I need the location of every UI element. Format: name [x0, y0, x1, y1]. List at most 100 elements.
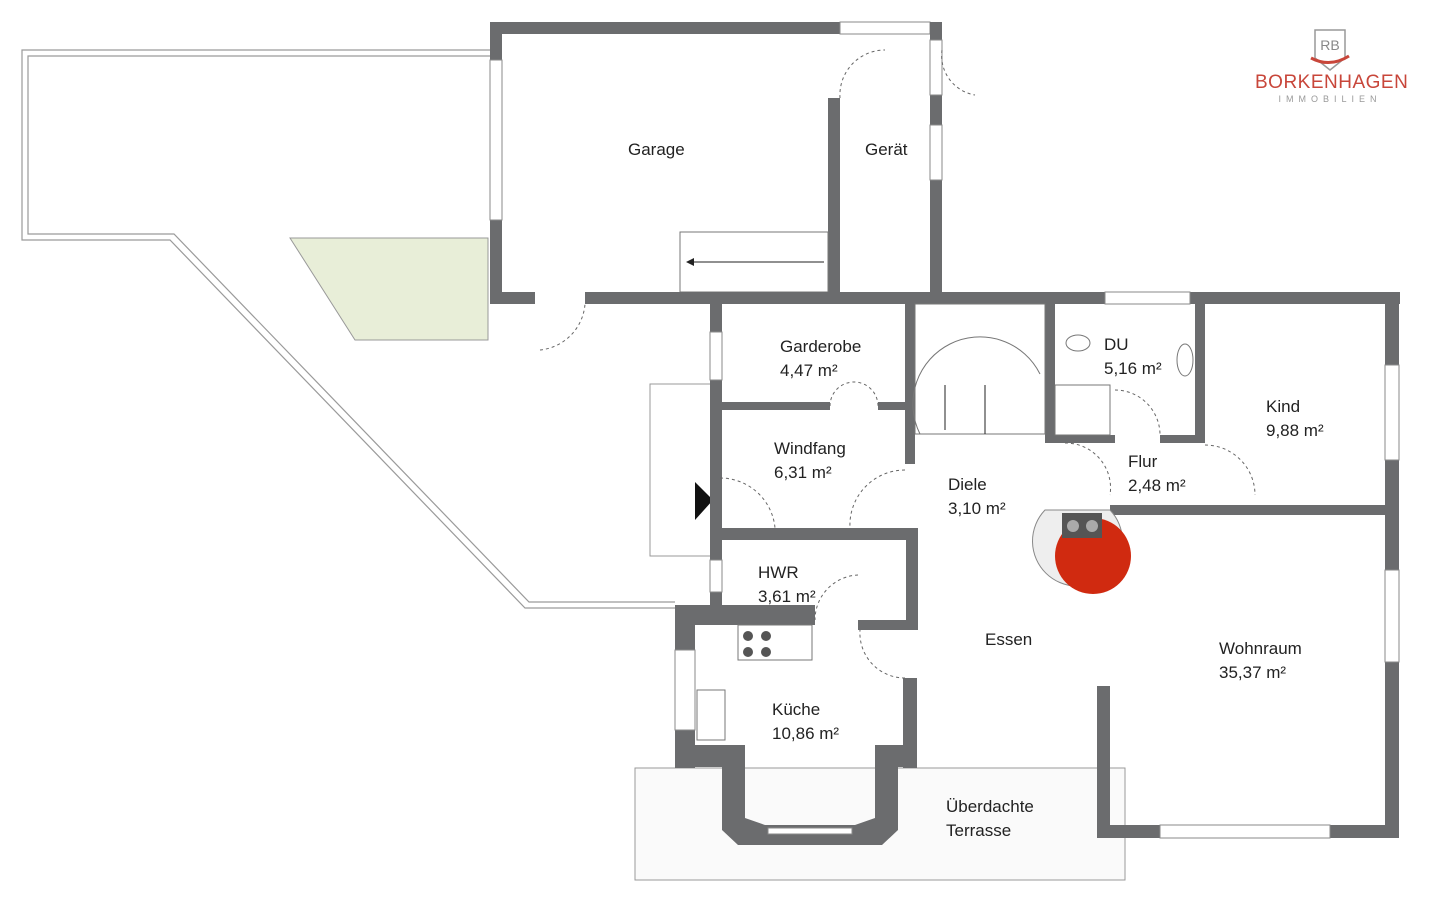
window [709, 559, 723, 593]
wall [905, 304, 915, 464]
room-essen: Essen [985, 628, 1032, 652]
room-name: Windfang [774, 439, 846, 458]
window [489, 59, 503, 221]
door-opening [839, 21, 931, 35]
wall [710, 304, 722, 624]
room-name: Küche [772, 700, 821, 719]
room-hwr: HWR 3,61 m² [758, 561, 816, 609]
door-swing [941, 49, 976, 96]
room-area: 10,86 m² [772, 724, 840, 743]
room-area: 2,48 m² [1128, 476, 1186, 495]
wall [878, 402, 910, 410]
door-swing [859, 629, 906, 679]
room-name: Gerät [865, 140, 908, 159]
kitchen-cooktop [737, 624, 813, 661]
wall [1160, 435, 1205, 443]
window [1384, 364, 1400, 461]
room-garderobe: Garderobe 4,47 m² [780, 335, 861, 383]
entrance-arrow-icon [695, 482, 713, 520]
window [1159, 824, 1331, 839]
bay-wall [722, 767, 765, 845]
room-flur: Flur 2,48 m² [1128, 450, 1186, 498]
window [767, 827, 853, 835]
wall [1110, 505, 1399, 515]
room-name: Garage [628, 140, 685, 159]
wall [1097, 686, 1110, 838]
wall [906, 528, 918, 630]
brand-name: BORKENHAGEN [1255, 72, 1409, 93]
door-swing [814, 574, 859, 621]
door-swing [1114, 389, 1161, 436]
room-windfang: Windfang 6,31 m² [774, 437, 846, 485]
window [709, 331, 723, 381]
room-name: Wohnraum [1219, 639, 1302, 658]
room-area: 9,88 m² [1266, 421, 1324, 440]
washbasin [1176, 343, 1194, 377]
room-area: 35,37 m² [1219, 663, 1287, 682]
room-name: Essen [985, 630, 1033, 649]
room-wohnraum: Wohnraum 35,37 m² [1219, 637, 1302, 685]
shower [1054, 384, 1111, 436]
door-swing [719, 477, 776, 529]
wall [1045, 435, 1115, 443]
room-area: 5,16 m² [1104, 359, 1162, 378]
room-name: Garderobe [780, 337, 862, 356]
window [1104, 291, 1191, 305]
room-name: Flur [1128, 452, 1158, 471]
toilet [1065, 334, 1091, 352]
door-swing [539, 303, 586, 351]
terrace-outline [21, 49, 675, 609]
room-area: 6,31 m² [774, 463, 832, 482]
garden-bed [289, 237, 489, 341]
room-name: Diele [948, 475, 987, 494]
room-area: 3,61 m² [758, 587, 816, 606]
wall [675, 745, 745, 767]
room-name: Überdachte [946, 797, 1034, 816]
monogram-shield-icon: RB [1310, 29, 1350, 71]
room-area: 3,10 m² [948, 499, 1006, 518]
wall [490, 292, 535, 304]
door-swing [839, 49, 886, 99]
window [674, 649, 696, 731]
room-name: DU [1104, 335, 1129, 354]
wall [675, 605, 815, 625]
wall [828, 98, 840, 296]
kitchen-sink [696, 689, 726, 741]
room-name: HWR [758, 563, 799, 582]
svg-text:RB: RB [1320, 37, 1339, 53]
window [929, 124, 943, 181]
room-du: DU 5,16 m² [1104, 333, 1162, 381]
room-geraet: Gerät [865, 138, 908, 162]
window [1384, 569, 1400, 663]
wall [1045, 292, 1055, 442]
fireplace [1032, 509, 1131, 594]
wall [585, 292, 1400, 304]
wall [858, 620, 918, 630]
room-name-line2: Terrasse [946, 821, 1012, 840]
wall [490, 22, 940, 34]
garage-stairs [679, 231, 829, 293]
wall [1195, 292, 1205, 442]
brand-subtitle: IMMOBILIEN [1278, 94, 1382, 104]
room-area: 4,47 m² [780, 361, 838, 380]
room-garage: Garage [628, 138, 685, 162]
room-diele: Diele 3,10 m² [948, 473, 1006, 521]
wall [720, 528, 918, 540]
bay-wall [855, 767, 898, 845]
room-kind: Kind 9,88 m² [1266, 395, 1324, 443]
door-swing [1204, 444, 1256, 496]
room-kueche: Küche 10,86 m² [772, 698, 839, 746]
room-name: Kind [1266, 397, 1301, 416]
terrace-outline-inner [27, 55, 675, 603]
door-swing [829, 381, 879, 407]
door-swing [849, 469, 906, 529]
spiral-staircase [912, 303, 1046, 435]
wall [875, 745, 917, 767]
brand-logo: RB BORKENHAGEN IMMOBILIEN [1255, 28, 1409, 104]
door-swing [1064, 442, 1112, 496]
door-opening [929, 39, 943, 96]
wall [720, 402, 830, 410]
entrance-step [649, 383, 713, 557]
